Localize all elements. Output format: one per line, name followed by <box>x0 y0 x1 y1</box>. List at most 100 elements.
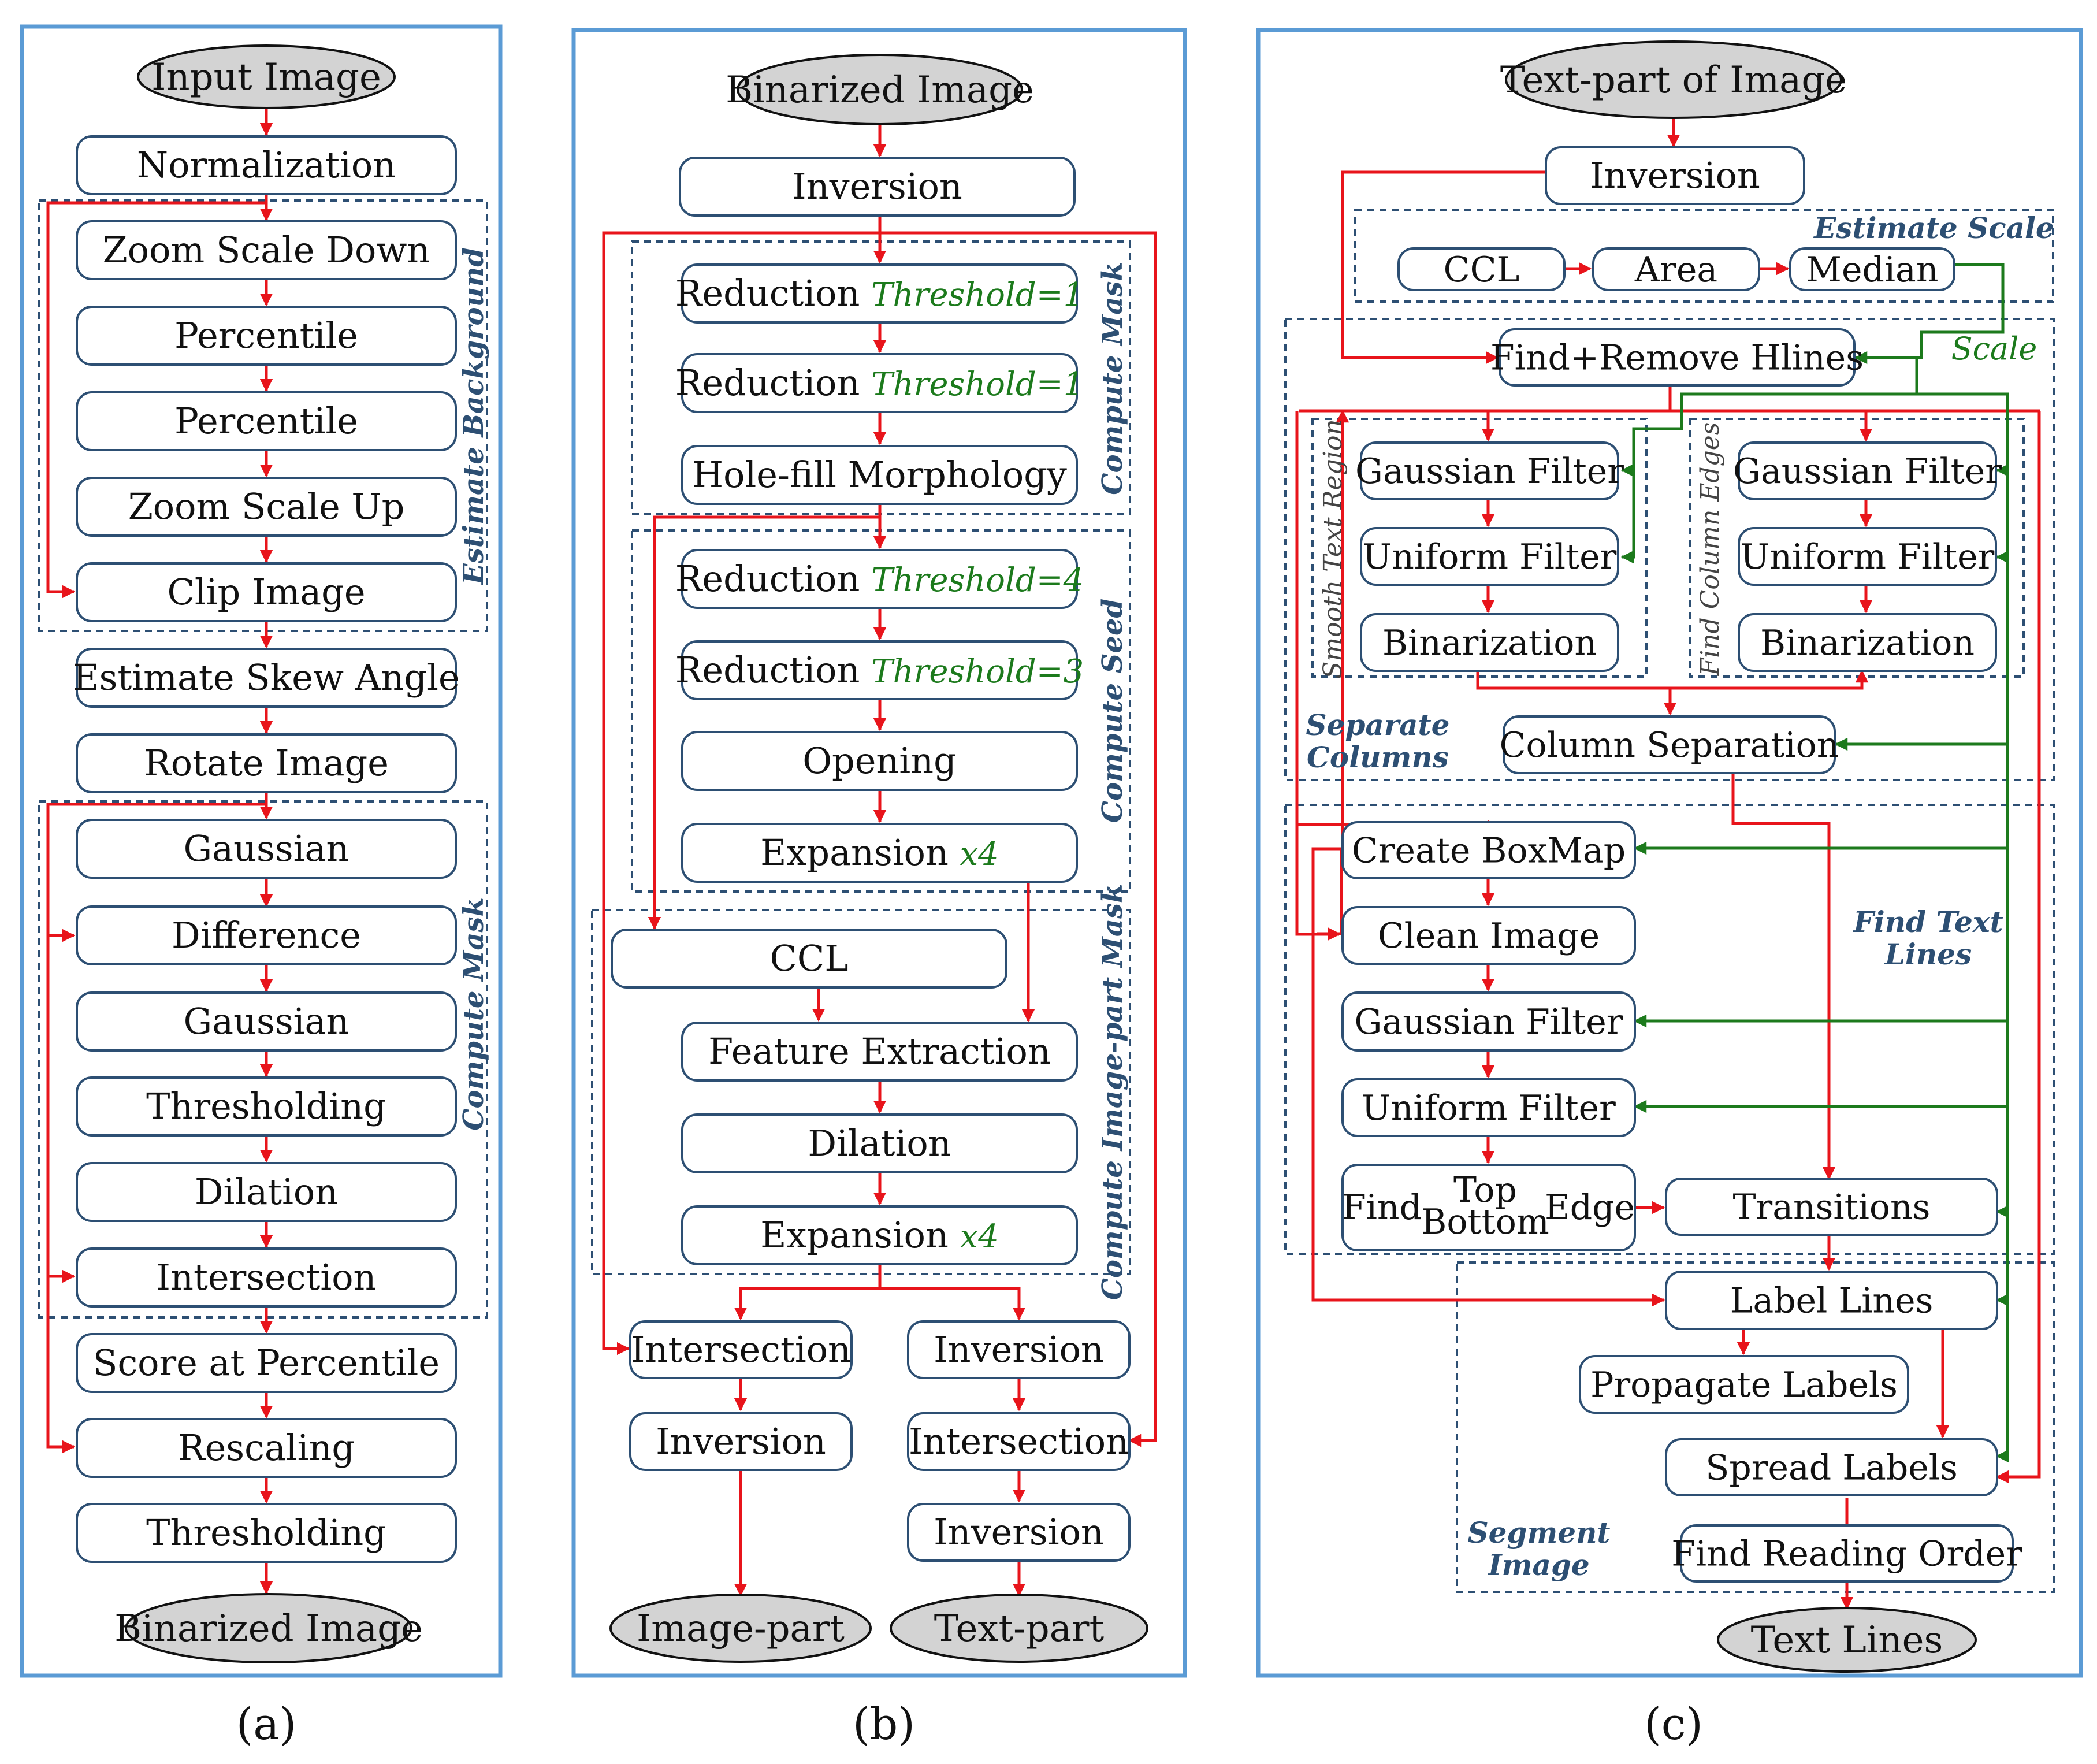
b-step-9-box <box>611 929 1007 989</box>
b-step-3-box <box>681 353 1078 413</box>
a-step-2-label: Zoom Scale Down <box>103 229 430 271</box>
group-label-compute-seed: Compute Seed <box>1096 599 1129 823</box>
a-step-1-label: Normalization <box>137 144 396 186</box>
b-step-8-box <box>681 823 1078 883</box>
c-uniform-l-box <box>1360 527 1619 586</box>
c-label-lines-box <box>1665 1271 1998 1330</box>
group-label-find-column-edges: Find Column Edges <box>1696 422 1725 677</box>
c-create-boxmap-label: Create BoxMap <box>1352 831 1626 871</box>
b-step-1-box <box>679 157 1076 217</box>
a-start-label: Input Image <box>151 56 381 99</box>
b-step-8-param: x4 <box>960 835 999 873</box>
c-end-label: Text Lines <box>1751 1619 1943 1662</box>
b-step-5-box <box>681 549 1078 609</box>
b-right-3-label: Inversion <box>934 1511 1104 1553</box>
group-estimate-scale <box>1354 209 2054 303</box>
a-step-14-box <box>76 1247 457 1308</box>
group-label-separate-columns-1: Separate <box>1306 708 1450 742</box>
c-uniform-r-box <box>1738 527 1997 586</box>
c-binar-l-label: Binarization <box>1382 623 1597 663</box>
b-step-10-label: Feature Extraction <box>708 1030 1051 1072</box>
a-step-15-label: Score at Percentile <box>93 1342 440 1384</box>
a-step-3-label: Percentile <box>174 314 358 356</box>
b-out-image-terminal <box>609 1594 872 1663</box>
b-out-text-label: Text-part <box>934 1607 1105 1650</box>
a-step-12-label: Thresholding <box>146 1085 386 1127</box>
c-spread-box <box>1665 1438 1998 1496</box>
c-propagate-label: Propagate Labels <box>1590 1365 1898 1405</box>
b-step-3-label: Reduction Threshold=1 <box>675 362 1084 404</box>
b-step-2-box <box>681 263 1078 324</box>
b-step-5-param: Threshold=4 <box>871 562 1084 599</box>
a-step-9-box <box>76 819 457 879</box>
b-step-3-param: Threshold=1 <box>871 366 1084 403</box>
group-estimate-background <box>38 199 488 632</box>
group-label-estimate-scale: Estimate Scale <box>1813 211 2054 245</box>
a-step-15-box <box>76 1333 457 1393</box>
c-start-label: Text-part of Image <box>1500 59 1847 102</box>
c-ccl-label: CCL <box>1444 250 1520 290</box>
caption-c: (c) <box>1644 1698 1703 1750</box>
a-step-5-box <box>76 477 457 537</box>
b-right-1-label: Inversion <box>934 1328 1104 1371</box>
c-ccl-box <box>1397 247 1566 291</box>
c-median-box <box>1789 247 1955 291</box>
caption-a: (a) <box>236 1698 297 1750</box>
b-step-6-label: Reduction Threshold=3 <box>675 649 1084 691</box>
panel-b-border <box>571 28 1187 1678</box>
a-step-12-box <box>76 1076 457 1137</box>
a-end-terminal <box>125 1593 412 1663</box>
a-step-8-box <box>76 733 457 793</box>
flow-edge-c-red-c <box>1295 820 1341 941</box>
b-step-2-param: Threshold=1 <box>871 276 1084 314</box>
b-start-label: Binarized Image <box>726 69 1034 112</box>
c-gauss-r-box <box>1738 441 1997 500</box>
a-step-13-label: Dilation <box>195 1171 338 1213</box>
c-find-edge-bottom: Bottom <box>1421 1202 1549 1242</box>
group-compute-image-part-mask <box>591 909 1131 1275</box>
c-uniform-l-label: Uniform Filter <box>1363 537 1617 577</box>
a-step-13-box <box>76 1162 457 1222</box>
c-uniform-r-label: Uniform Filter <box>1741 537 1995 577</box>
a-step-16-label: Rescaling <box>178 1427 355 1469</box>
c-transitions-box <box>1665 1178 1998 1236</box>
group-label-compute-mask-b: Compute Mask <box>1096 262 1129 495</box>
c-gauss-l-label: Gaussian Filter <box>1355 451 1624 492</box>
panel-c-border <box>1256 28 2083 1678</box>
b-start-terminal <box>737 54 1023 125</box>
c-find-edge-left: Find <box>1342 1187 1422 1228</box>
c-uniform-2-box <box>1341 1078 1636 1137</box>
b-out-image-label: Image-part <box>637 1607 845 1650</box>
b-out-text-terminal <box>890 1594 1148 1663</box>
a-step-7-label: Estimate Skew Angle <box>73 656 459 699</box>
c-binar-r-box <box>1738 613 1997 672</box>
c-propagate-box <box>1579 1355 1909 1414</box>
b-step-8-label: Expansion x4 <box>760 831 999 874</box>
a-start-terminal <box>137 44 396 109</box>
c-find-edge-top: Top <box>1453 1170 1517 1210</box>
a-step-9-label: Gaussian <box>184 827 350 870</box>
c-inversion-label: Inversion <box>1590 154 1760 196</box>
c-column-sep-label: Column Separation <box>1500 725 1839 766</box>
a-step-4-label: Percentile <box>174 400 358 442</box>
c-transitions-label: Transitions <box>1733 1187 1931 1228</box>
c-gauss-r-label: Gaussian Filter <box>1733 451 2002 492</box>
a-step-6-label: Clip Image <box>167 571 365 613</box>
c-clean-image-label: Clean Image <box>1378 916 1600 956</box>
b-step-7-label: Opening <box>802 740 957 782</box>
c-create-boxmap-box <box>1341 821 1636 879</box>
panel-a-border <box>20 24 503 1678</box>
b-step-12-box <box>681 1205 1078 1265</box>
a-step-4-box <box>76 391 457 451</box>
group-label-smooth-text-region: Smooth Text Region <box>1318 419 1348 679</box>
c-start-terminal <box>1505 40 1842 119</box>
a-step-1-box <box>76 135 457 195</box>
a-step-3-box <box>76 306 457 366</box>
group-label-segment-image-2: Image <box>1487 1548 1589 1582</box>
a-step-8-label: Rotate Image <box>144 742 389 784</box>
a-step-17-label: Thresholding <box>146 1512 386 1554</box>
c-find-edge-box <box>1341 1164 1636 1251</box>
b-right-2-label: Intersection <box>909 1420 1129 1462</box>
group-find-text-lines <box>1284 804 2055 1255</box>
c-clean-image-box <box>1341 906 1636 965</box>
